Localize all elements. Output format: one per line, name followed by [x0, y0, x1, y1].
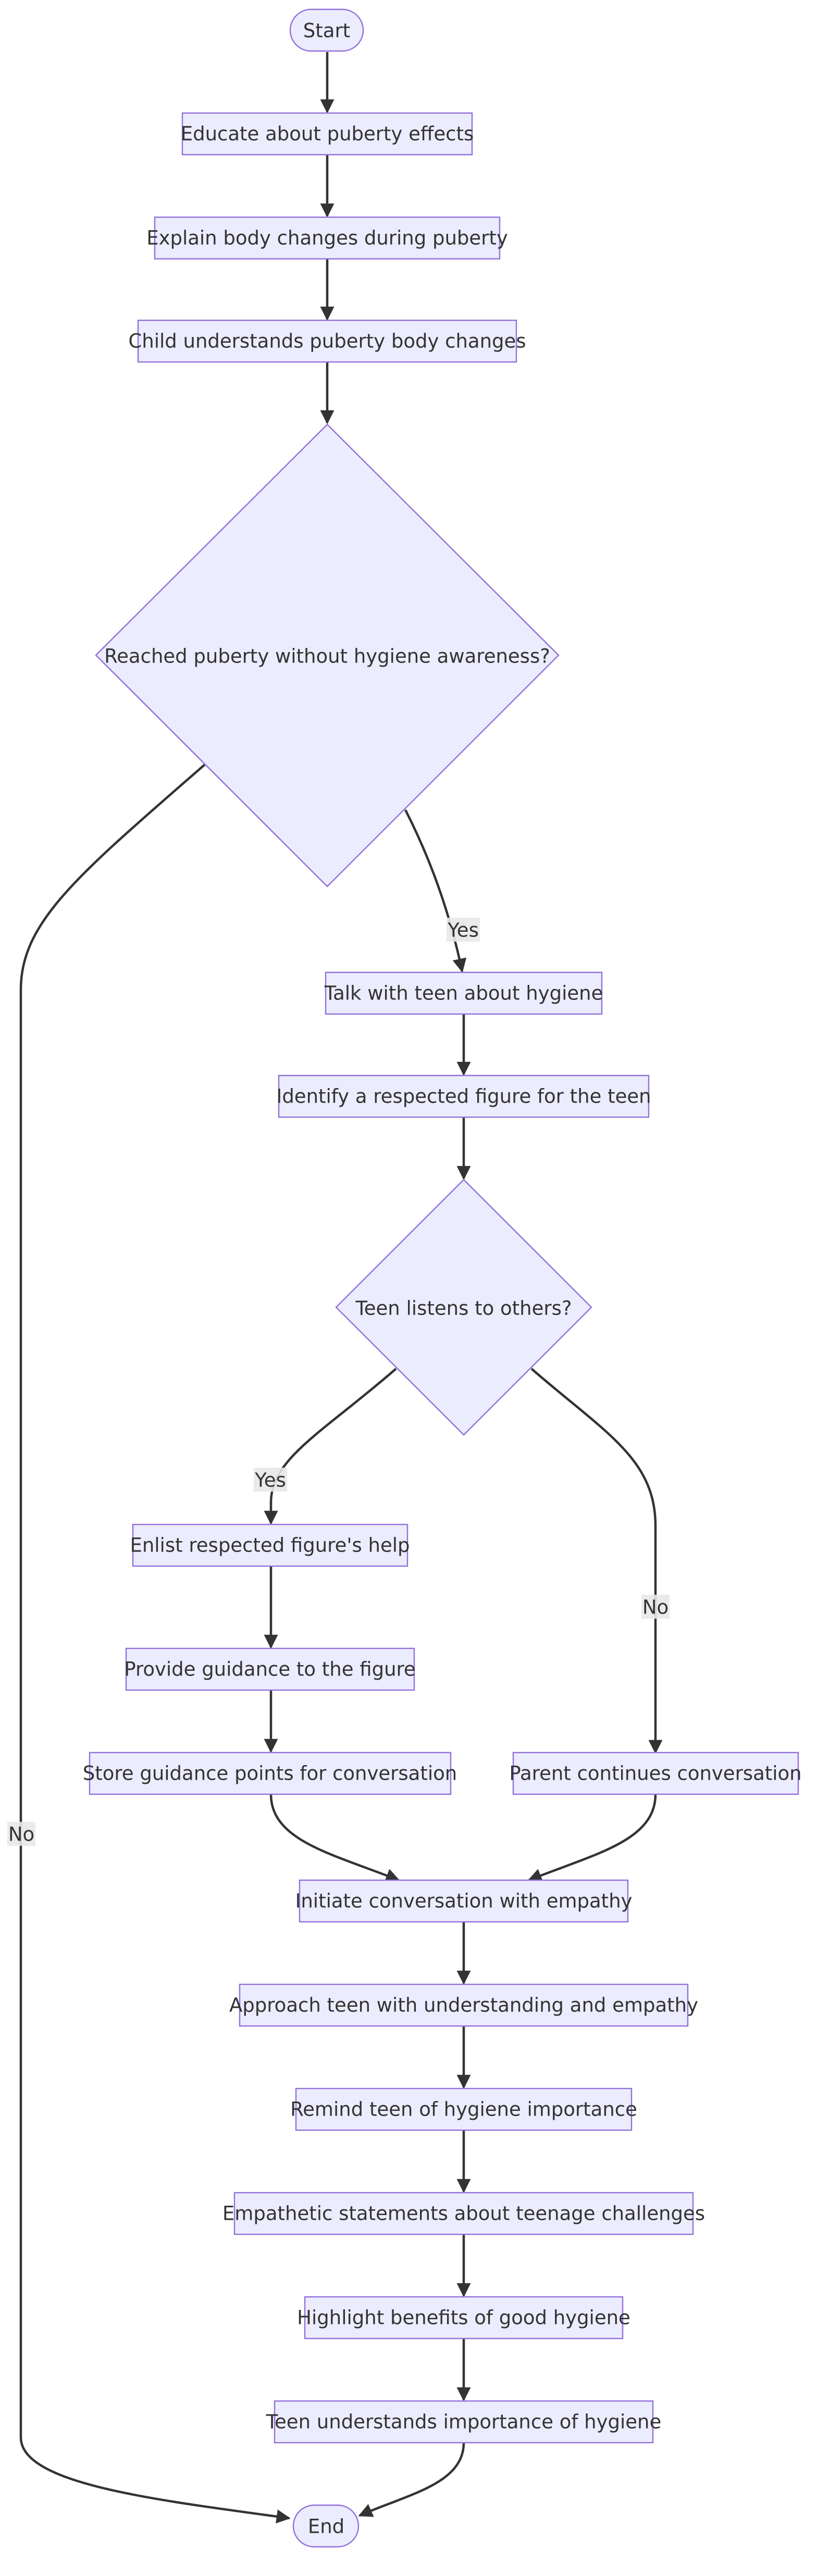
- edge-label-listens-yes-text: Yes: [254, 1469, 286, 1492]
- edge-decision-no-to-end: [19, 764, 291, 2524]
- edge-label-listens-no-text: No: [642, 1596, 669, 1619]
- nodes: Start Educate about puberty effects Expl…: [83, 8, 802, 2548]
- edge-label-listens-no: No: [641, 1595, 670, 1619]
- node-understands-changes-text: Child understands puberty body changes: [128, 330, 526, 353]
- node-talk: Talk with teen about hygiene: [324, 971, 603, 1015]
- node-explain-text: Explain body changes during puberty: [146, 227, 508, 249]
- node-end-text: End: [308, 2516, 344, 2538]
- node-decision-hygiene: Reached puberty without hygiene awarenes…: [95, 423, 560, 887]
- node-understands-changes: Child understands puberty body changes: [128, 319, 526, 363]
- node-empathetic: Empathetic statements about teenage chal…: [222, 2192, 705, 2235]
- node-teen-understands-text: Teen understands importance of hygiene: [266, 2411, 662, 2433]
- node-identify-text: Identify a respected figure for the teen: [276, 1085, 651, 1108]
- edge-listens-yes-to-enlist: [264, 1368, 397, 1525]
- edges: [19, 52, 663, 2524]
- node-guidance-text: Provide guidance to the figure: [124, 1658, 415, 1681]
- edge-label-hygiene-yes-text: Yes: [447, 919, 479, 942]
- node-remind-text: Remind teen of hygiene importance: [290, 2098, 637, 2121]
- node-educate-text: Educate about puberty effects: [181, 123, 474, 145]
- node-parent-continues-text: Parent continues conversation: [509, 1762, 801, 1785]
- edge-label-hygiene-yes: Yes: [447, 918, 480, 942]
- node-decision-hygiene-text: Reached puberty without hygiene awarenes…: [104, 645, 550, 668]
- node-initiate-text: Initiate conversation with empathy: [295, 1890, 632, 1912]
- node-teen-understands: Teen understands importance of hygiene: [266, 2400, 662, 2444]
- edge-label-hygiene-no: No: [7, 1822, 35, 1846]
- node-highlight-text: Highlight benefits of good hygiene: [297, 2307, 630, 2329]
- node-decision-listens-text: Teen listens to others?: [355, 1297, 572, 1320]
- edge-parent-to-initiate: [527, 1794, 657, 1882]
- node-initiate: Initiate conversation with empathy: [295, 1879, 633, 1923]
- edge-teen-understands-to-end: [358, 2442, 465, 2517]
- node-empathetic-text: Empathetic statements about teenage chal…: [222, 2203, 705, 2225]
- node-educate: Educate about puberty effects: [181, 112, 474, 156]
- edge-labels: Yes No Yes No: [7, 918, 670, 1846]
- node-explain: Explain body changes during puberty: [146, 216, 508, 260]
- node-start-text: Start: [303, 20, 350, 42]
- node-identify: Identify a respected figure for the teen: [276, 1074, 651, 1118]
- node-approach: Approach teen with understanding and emp…: [229, 1983, 698, 2027]
- edge-listens-no-to-parent: [530, 1368, 663, 1754]
- node-remind: Remind teen of hygiene importance: [290, 2087, 637, 2131]
- node-parent-continues: Parent continues conversation: [509, 1752, 802, 1795]
- edge-store-to-initiate: [269, 1794, 400, 1882]
- node-start: Start: [289, 8, 364, 52]
- node-talk-text: Talk with teen about hygiene: [324, 982, 603, 1005]
- edge-label-listens-yes: Yes: [254, 1468, 287, 1492]
- edge-decision-yes-to-talk: [404, 809, 467, 973]
- node-decision-listens: Teen listens to others?: [335, 1179, 592, 1436]
- node-store: Store guidance points for conversation: [83, 1752, 457, 1795]
- edge-label-hygiene-no-text: No: [8, 1823, 34, 1846]
- node-highlight: Highlight benefits of good hygiene: [297, 2296, 630, 2340]
- node-enlist: Enlist respected figure's help: [130, 1523, 410, 1567]
- node-approach-text: Approach teen with understanding and emp…: [229, 1994, 698, 2017]
- node-store-text: Store guidance points for conversation: [83, 1762, 457, 1785]
- node-end: End: [292, 2504, 360, 2548]
- node-guidance: Provide guidance to the figure: [124, 1647, 416, 1691]
- node-enlist-text: Enlist respected figure's help: [130, 1534, 410, 1557]
